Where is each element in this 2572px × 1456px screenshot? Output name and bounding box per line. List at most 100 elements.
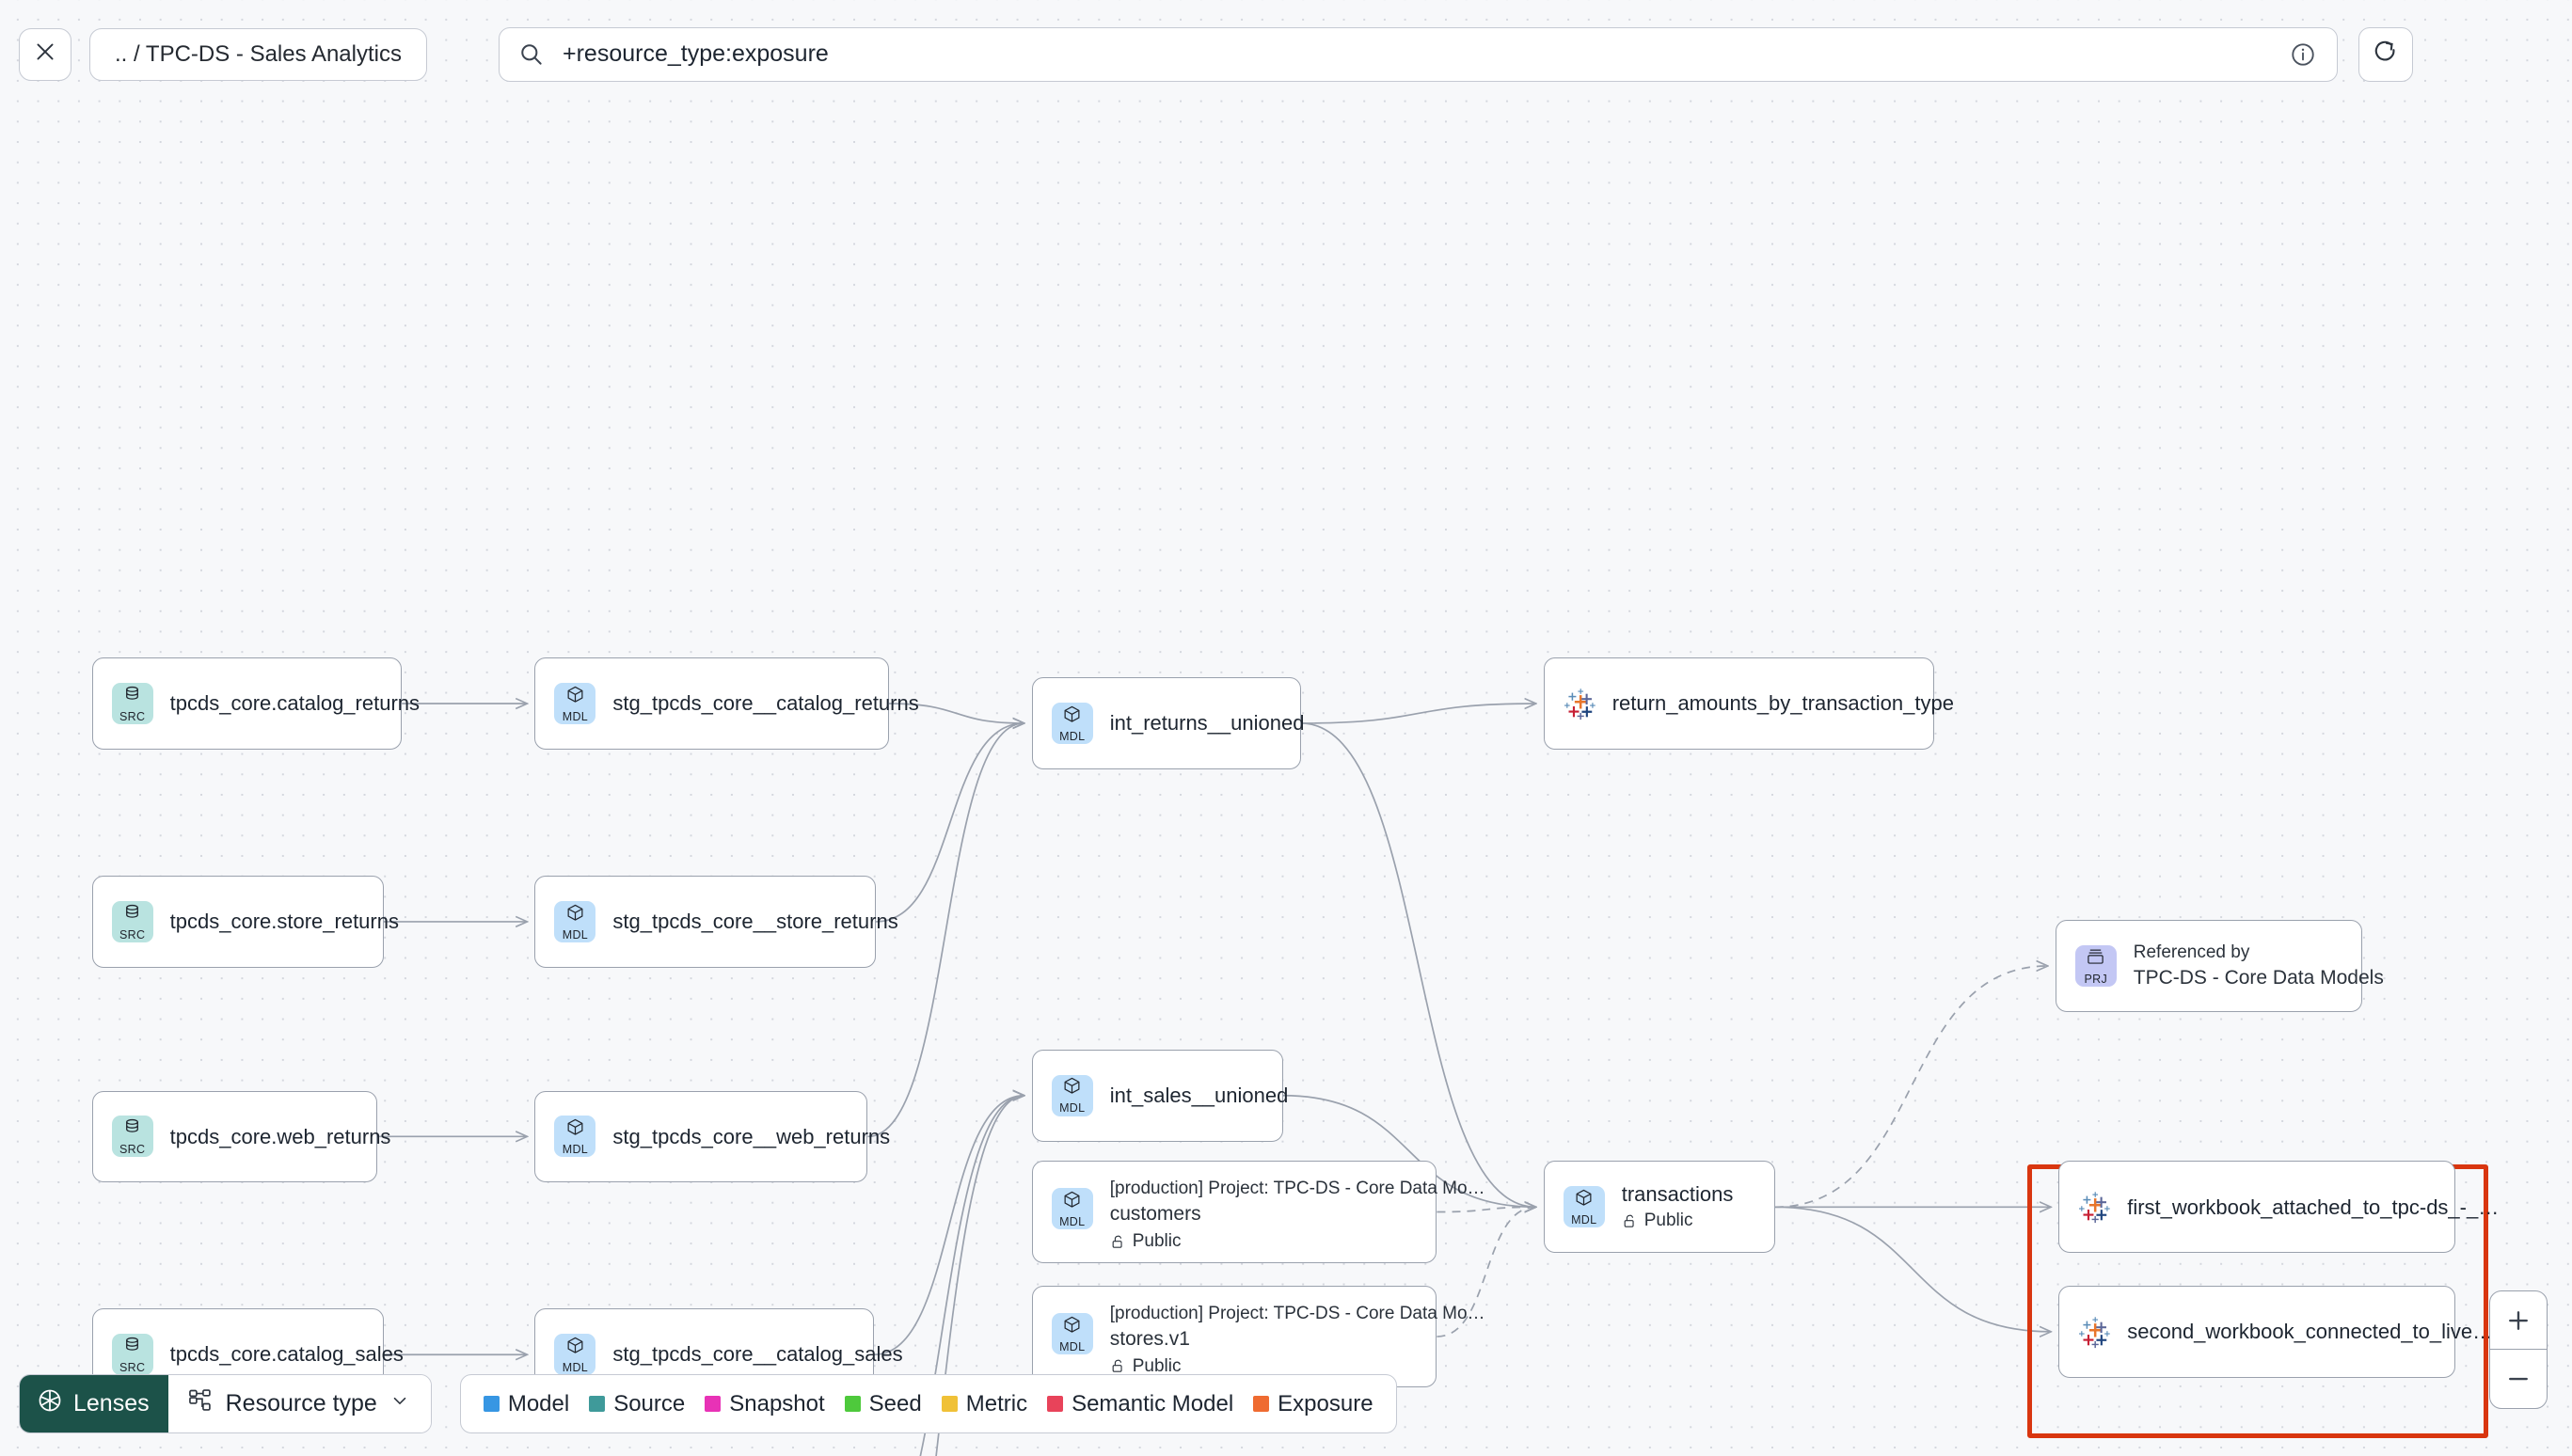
node-title: stg_tpcds_core__web_returns	[612, 1124, 891, 1148]
src-badge: SRC	[111, 683, 153, 724]
graph-node-mdl_stg_store_returns[interactable]: MDL stg_tpcds_core__store_returns	[534, 876, 898, 968]
search-bar[interactable]	[498, 26, 2338, 82]
badge-label: MDL	[1059, 729, 1086, 743]
graph-node-mdl_stores_v1[interactable]: MDL[production] Project: TPC-DS - Core D…	[1031, 1286, 1485, 1388]
node-title: return_amounts_by_transaction_type	[1611, 691, 1954, 716]
close-icon	[33, 40, 57, 69]
breadcrumb-label: .. / TPC-DS - Sales Analytics	[115, 40, 402, 67]
database-icon	[122, 685, 142, 709]
mdl-badge: MDL	[554, 1334, 596, 1376]
resource-type-dropdown[interactable]: Resource type	[167, 1375, 431, 1432]
cube-icon	[565, 903, 585, 927]
legend-item-seed[interactable]: Seed	[844, 1391, 922, 1417]
legend-item-snapshot[interactable]: Snapshot	[705, 1390, 825, 1417]
legend-label: Model	[507, 1390, 570, 1416]
graph-node-mdl_stg_web_returns[interactable]: MDL stg_tpcds_core__web_returns	[534, 1090, 891, 1183]
node-title: tpcds_core.web_returns	[169, 1124, 391, 1148]
tableau-exposure-icon	[1564, 688, 1596, 720]
node-labels: [production] Project: TPC-DS - Core Data…	[1110, 1302, 1485, 1379]
zoom-out-button[interactable]	[2490, 1350, 2547, 1408]
edge-mdl_stg_store_returns-to-mdl_int_returns_unioned	[876, 723, 1024, 923]
graph-node-exp_second_workbook[interactable]: second_workbook_connected_to_live…	[2058, 1286, 2493, 1378]
legend-swatch	[941, 1396, 958, 1412]
mdl-badge: MDL	[1051, 1188, 1093, 1230]
node-title: tpcds_core.catalog_sales	[169, 1342, 404, 1367]
legend-label: Semantic Model	[1072, 1390, 1234, 1416]
badge-label: SRC	[119, 1360, 146, 1374]
graph-node-mdl_transactions[interactable]: MDL transactions Public	[1543, 1161, 1775, 1254]
legend-swatch	[1253, 1396, 1270, 1412]
edge-mdl_transactions-to-prj_core_data_models	[1774, 966, 2048, 1209]
cube-icon	[565, 1336, 585, 1360]
cube-icon	[565, 685, 585, 709]
node-title: transactions	[1621, 1181, 1734, 1206]
chevron-down-icon	[389, 1390, 410, 1417]
legend-item-metric[interactable]: Metric	[941, 1391, 1027, 1417]
legend-label: Exposure	[1278, 1390, 1373, 1416]
info-circle-icon[interactable]	[2290, 41, 2316, 68]
legend-swatch	[589, 1396, 606, 1412]
legend-item-semantic-model[interactable]: Semantic Model	[1047, 1391, 1233, 1417]
privacy-label: Public	[1132, 1355, 1182, 1376]
node-caption-label: Referenced by	[2133, 942, 2250, 962]
node-labels: stg_tpcds_core__store_returns	[612, 909, 898, 935]
mdl-badge: MDL	[554, 683, 596, 724]
graph-node-mdl_stg_catalog_returns[interactable]: MDL stg_tpcds_core__catalog_returns	[534, 657, 919, 750]
top-toolbar: .. / TPC-DS - Sales Analytics	[0, 0, 2572, 108]
node-labels: [production] Project: TPC-DS - Core Data…	[1110, 1177, 1485, 1254]
graph-node-prj_core_data_models[interactable]: PRJ Referenced by TPC-DS - Core Data Model…	[2055, 920, 2384, 1012]
node-title: tpcds_core.store_returns	[169, 910, 399, 934]
privacy-label: Public	[1132, 1231, 1182, 1252]
node-title: int_sales__unioned	[1109, 1083, 1289, 1107]
cube-icon	[1062, 704, 1082, 729]
cube-icon	[565, 1117, 585, 1142]
legend-swatch	[705, 1396, 722, 1412]
badge-label: MDL	[562, 709, 589, 723]
graph-node-mdl_customers[interactable]: MDL [production] Project: TPC-DS - Core D…	[1031, 1161, 1485, 1263]
edge-mdl_stg_catalog_sales-to-mdl_int_sales_unioned	[874, 1096, 1024, 1356]
legend-label: Snapshot	[729, 1390, 825, 1416]
graph-node-exp_first_workbook[interactable]: first_workbook_attached_to_tpc-ds_-_…	[2058, 1161, 2499, 1254]
node-privacy: Public	[1110, 1229, 1437, 1254]
zoom-controls	[2489, 1290, 2548, 1409]
zoom-in-button[interactable]	[2490, 1291, 2547, 1350]
badge-label: SRC	[119, 709, 146, 723]
legend-item-exposure[interactable]: Exposure	[1253, 1391, 1373, 1417]
bottom-toolbar: Lenses Resource type	[19, 1374, 1397, 1433]
badge-label: MDL	[562, 927, 589, 942]
edge-mdl_transactions-to-exp_second_workbook	[1774, 1206, 2052, 1332]
node-labels: first_workbook_attached_to_tpc-ds_-_…	[2127, 1195, 2499, 1221]
badge-label: PRJ	[2084, 972, 2107, 986]
mdl-badge: MDL	[554, 1116, 596, 1158]
legend-item-source[interactable]: Source	[589, 1391, 685, 1417]
close-button[interactable]	[19, 27, 71, 81]
tableau-icon	[1564, 688, 1596, 720]
node-title: stg_tpcds_core__catalog_sales	[612, 1342, 903, 1367]
breadcrumb[interactable]: .. / TPC-DS - Sales Analytics	[89, 27, 427, 81]
refresh-button[interactable]	[2358, 26, 2413, 82]
node-labels: stg_tpcds_core__catalog_sales	[612, 1341, 903, 1368]
mdl-badge: MDL	[1563, 1186, 1605, 1228]
node-title: stg_tpcds_core__store_returns	[612, 910, 898, 934]
cube-icon	[1062, 1315, 1082, 1339]
graph-node-exp_return_amounts[interactable]: return_amounts_by_transaction_type	[1543, 657, 1954, 750]
node-title: TPC-DS - Core Data Models	[2133, 966, 2384, 989]
legend-swatch	[1047, 1396, 1064, 1412]
legend-item-model[interactable]: Model	[483, 1390, 570, 1417]
node-labels: stg_tpcds_core__web_returns	[612, 1124, 891, 1150]
legend-label: Source	[613, 1390, 686, 1416]
lenses-label: Lenses	[73, 1390, 150, 1416]
node-labels: tpcds_core.web_returns	[169, 1124, 391, 1150]
node-labels: transactions Public	[1622, 1181, 1734, 1233]
tableau-exposure-icon	[2078, 1191, 2110, 1224]
lenses-button[interactable]: Lenses	[20, 1375, 168, 1432]
node-labels: stg_tpcds_core__catalog_returns	[612, 690, 918, 717]
search-input[interactable]	[560, 40, 2290, 69]
